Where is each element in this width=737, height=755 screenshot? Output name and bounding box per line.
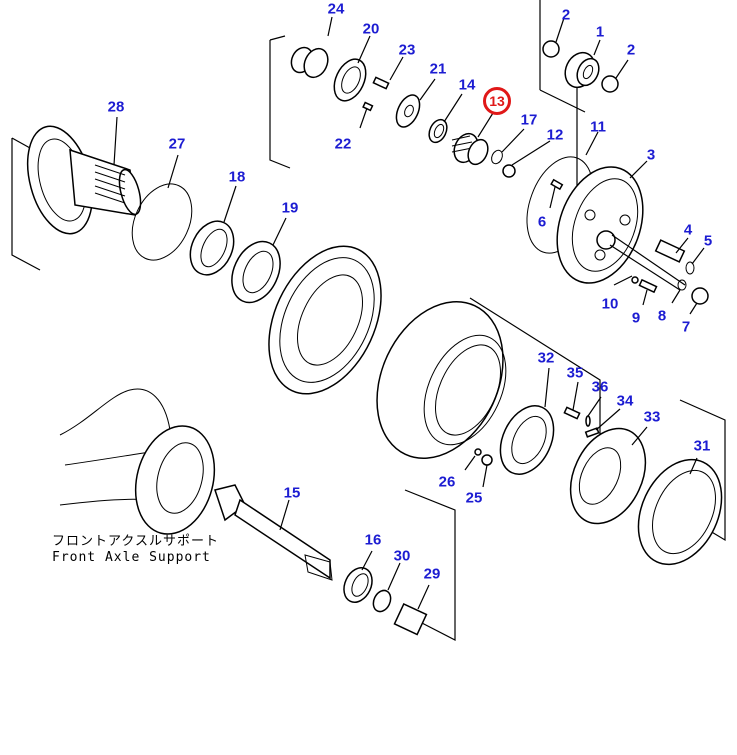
part-13-needle-bearing[interactable]	[450, 130, 492, 168]
part-2-nut-left[interactable]	[542, 40, 560, 58]
part-17-snap-ring[interactable]	[490, 149, 505, 166]
callout-11[interactable]: 11	[590, 118, 606, 136]
callout-26[interactable]: 26	[438, 473, 456, 491]
part-16-seal[interactable]	[339, 563, 378, 607]
part-25-bolt[interactable]	[481, 454, 493, 466]
callout-23[interactable]: 23	[398, 41, 416, 59]
part-5-o-ring[interactable]	[685, 261, 695, 275]
callout-32[interactable]: 32	[537, 349, 555, 367]
part-3-planet-carrier[interactable]	[542, 155, 658, 295]
part-15-axle-shaft[interactable]	[214, 484, 333, 581]
callout-2[interactable]: 2	[561, 6, 571, 24]
part-24-rings[interactable]	[287, 44, 332, 81]
part-34-pin[interactable]	[584, 427, 600, 438]
part-23-bolt[interactable]	[372, 76, 390, 90]
part-10-washer[interactable]	[631, 276, 639, 284]
part-32-bearing[interactable]	[490, 397, 564, 483]
callout-10[interactable]: 10	[601, 295, 619, 313]
callout-30[interactable]: 30	[393, 547, 411, 565]
part-28-hub-shaft[interactable]	[17, 119, 145, 241]
part-35-bolt[interactable]	[563, 406, 581, 420]
part-18-seal[interactable]	[182, 214, 242, 282]
part-8-o-ring[interactable]	[677, 279, 687, 291]
callout-6[interactable]: 6	[537, 213, 547, 231]
part-27-o-ring[interactable]	[121, 174, 204, 269]
callout-31[interactable]: 31	[693, 437, 711, 455]
callout-3[interactable]: 3	[646, 146, 656, 164]
part-29-bushing[interactable]	[393, 602, 428, 636]
callout-8[interactable]: 8	[657, 307, 667, 325]
callout-24[interactable]: 24	[327, 0, 345, 18]
callout-29[interactable]: 29	[423, 565, 441, 583]
part-7-nut[interactable]	[691, 287, 709, 305]
callout-4[interactable]: 4	[683, 221, 693, 239]
part-wheel-hub-housing[interactable]	[353, 281, 527, 479]
group-bracket-lines	[11, 0, 726, 641]
part-36-washer[interactable]	[585, 415, 591, 427]
callout-15[interactable]: 15	[283, 484, 301, 502]
part-9-bolt[interactable]	[638, 278, 658, 294]
callout-13-highlighted[interactable]: 13	[483, 87, 511, 115]
callout-22[interactable]: 22	[334, 135, 352, 153]
part-33-hub[interactable]	[556, 416, 660, 535]
callout-25[interactable]: 25	[465, 489, 483, 507]
part-1-planet-gear[interactable]	[560, 48, 603, 92]
callout-18[interactable]: 18	[228, 168, 246, 186]
callout-34[interactable]: 34	[616, 392, 634, 410]
callout-12[interactable]: 12	[546, 126, 564, 144]
callout-19[interactable]: 19	[281, 199, 299, 217]
callout-5[interactable]: 5	[703, 232, 713, 250]
callout-27[interactable]: 27	[168, 135, 186, 153]
part-14-spacer[interactable]	[426, 117, 451, 146]
callout-17[interactable]: 17	[520, 111, 538, 129]
callout-33[interactable]: 33	[643, 408, 661, 426]
callout-7[interactable]: 7	[681, 318, 691, 336]
leader-lines	[113, 16, 705, 610]
part-20-gear[interactable]	[328, 54, 372, 106]
part-31-ring[interactable]	[622, 446, 737, 578]
callout-2[interactable]: 2	[626, 41, 636, 59]
part-21-washer[interactable]	[392, 91, 424, 130]
part-2-nut-right[interactable]	[601, 75, 619, 93]
part-6-pin[interactable]	[550, 178, 564, 191]
part-30-ring[interactable]	[370, 588, 394, 615]
front-axle-support[interactable]	[59, 388, 226, 543]
callout-20[interactable]: 20	[362, 20, 380, 38]
callout-16[interactable]: 16	[364, 531, 382, 549]
callout-35[interactable]: 35	[566, 364, 584, 382]
part-26-washer[interactable]	[474, 448, 482, 456]
part-19-bearing[interactable]	[223, 234, 290, 311]
caption-english: Front Axle Support	[52, 550, 211, 565]
callout-9[interactable]: 9	[631, 309, 641, 327]
callout-1[interactable]: 1	[595, 23, 605, 41]
callout-14[interactable]: 14	[458, 76, 476, 94]
callout-36[interactable]: 36	[591, 378, 609, 396]
part-ring-gear[interactable]	[247, 228, 404, 412]
caption-japanese: フロントアクスルサポート	[52, 534, 219, 549]
callout-21[interactable]: 21	[429, 60, 447, 78]
part-22-pin[interactable]	[362, 101, 374, 112]
part-4-shaft[interactable]	[654, 239, 686, 263]
callout-28[interactable]: 28	[107, 98, 125, 116]
part-12-nut[interactable]	[502, 164, 516, 178]
